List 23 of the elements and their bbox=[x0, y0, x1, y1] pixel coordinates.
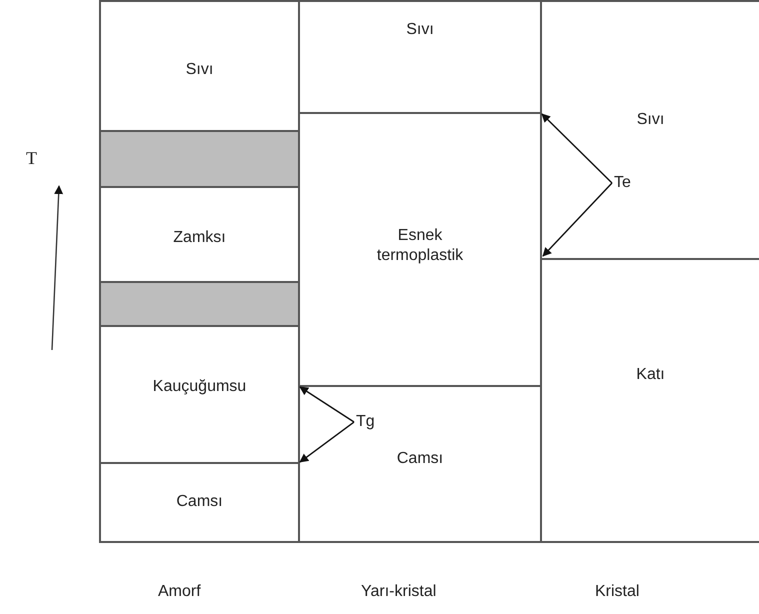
axis-label: T bbox=[26, 148, 37, 168]
shaded-band bbox=[99, 281, 300, 327]
phase-name: Camsı bbox=[396, 449, 444, 469]
column-label: Yarı-kristal bbox=[361, 582, 436, 602]
shaded-band bbox=[99, 130, 300, 188]
leader-arrow bbox=[299, 421, 354, 463]
temperature-label: Tg bbox=[356, 412, 375, 432]
leader-arrow bbox=[542, 182, 612, 257]
temperature-label: Te bbox=[614, 173, 631, 193]
phase-name: Katı bbox=[636, 365, 665, 385]
phase-name: Kauçuğumsu bbox=[152, 377, 246, 397]
column-label: Kristal bbox=[595, 582, 640, 602]
phase-name: Sıvı bbox=[636, 110, 664, 130]
phase-name: Sıvı bbox=[186, 60, 214, 80]
phase-cell bbox=[99, 0, 300, 132]
leader-arrow bbox=[541, 113, 612, 184]
leader-arrow bbox=[299, 386, 354, 423]
column-label: Amorf bbox=[158, 582, 201, 602]
phase-name: Camsı bbox=[176, 492, 223, 512]
phase-cell bbox=[99, 462, 300, 543]
phase-name: Zamksı bbox=[173, 228, 226, 248]
phase-name: Sıvı bbox=[406, 20, 434, 40]
phase-name: Esnek termoplastik bbox=[376, 226, 464, 266]
